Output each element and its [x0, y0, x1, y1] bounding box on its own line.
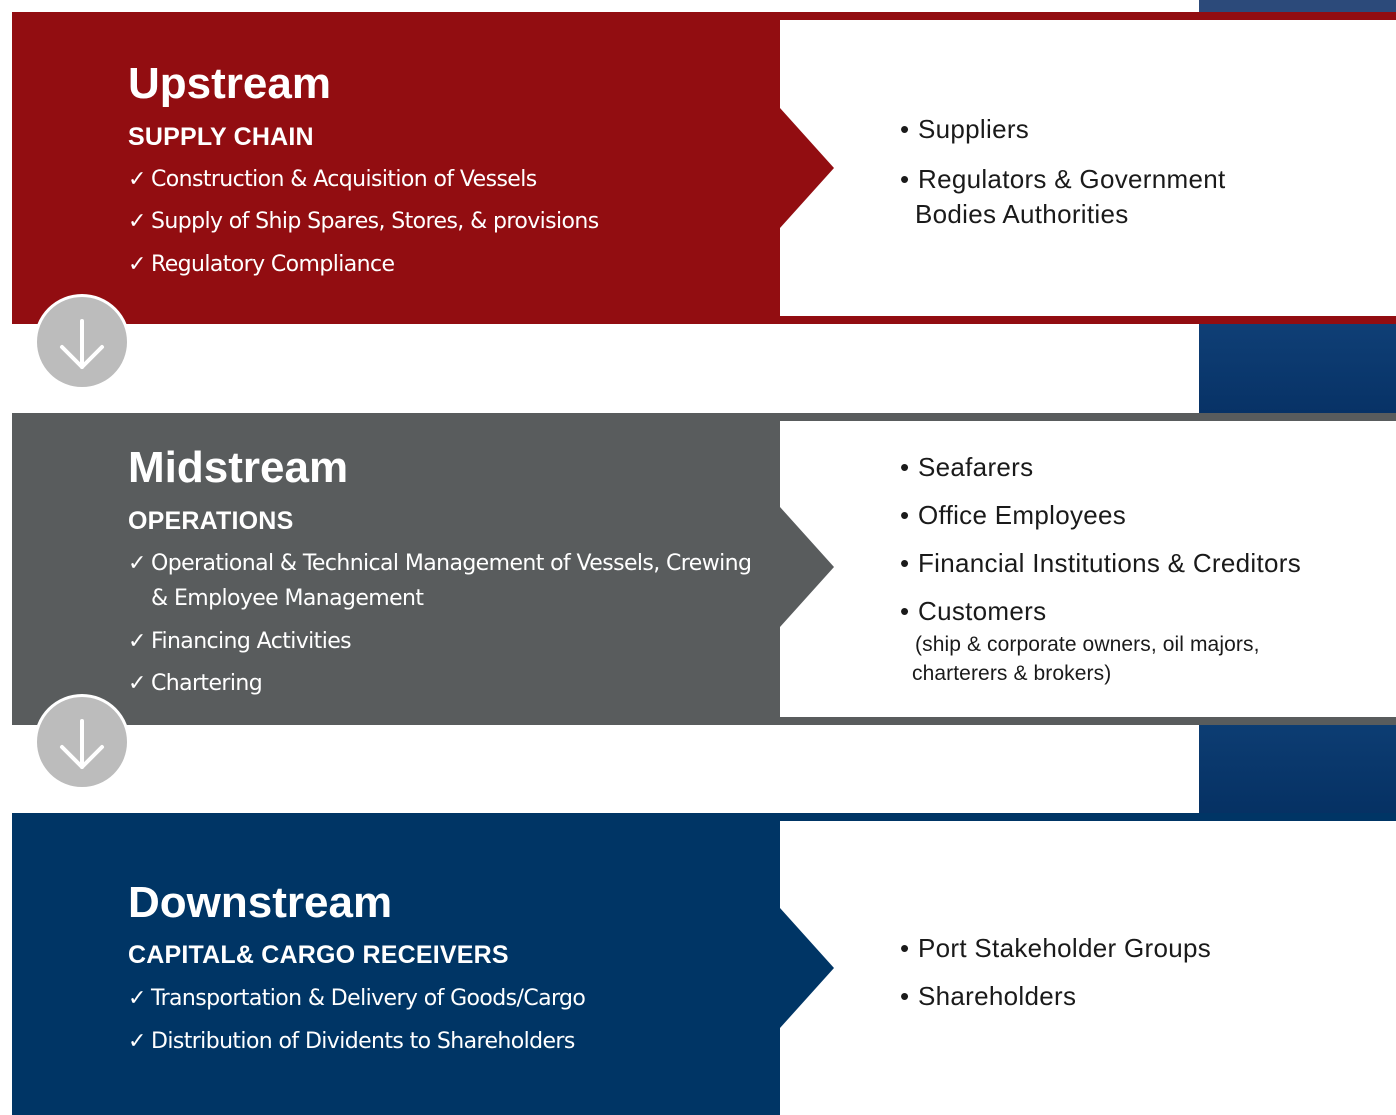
check-icon: ✓ [128, 986, 146, 1011]
down-arrow-icon [60, 719, 104, 769]
check-icon: ✓ [128, 1029, 146, 1054]
activity-item: ✓Operational & Technical Management of V… [128, 546, 752, 616]
stakeholder-item: •Shareholders [900, 981, 1077, 1011]
activity-item: ✓Regulatory Compliance [128, 247, 599, 282]
bullet-icon: • [900, 933, 910, 963]
activity-item: ✓Transportation & Delivery of Goods/Carg… [128, 981, 586, 1016]
activity-item: ✓Distribution of Dividents to Shareholde… [128, 1024, 585, 1059]
stakeholder-item: •Customers(ship & corporate owners, oil … [900, 596, 1301, 688]
upstream-pointer [780, 108, 834, 228]
stage-subtitle: CAPITAL& CARGO RECEIVERS [128, 941, 509, 969]
stage-subtitle: SUPPLY CHAIN [128, 123, 314, 151]
stakeholder-item: •Suppliers [900, 114, 1030, 144]
down-arrow-icon [60, 319, 104, 369]
check-icon: ✓ [128, 167, 146, 192]
stakeholder-note: (ship & corporate owners, oil majors, [915, 633, 1260, 656]
activity-item: ✓Supply of Ship Spares, Stores, & provis… [128, 204, 599, 239]
stakeholder-note: charterers & brokers) [912, 662, 1112, 685]
activity-list: ✓Operational & Technical Management of V… [128, 546, 752, 701]
check-icon: ✓ [128, 671, 146, 696]
stakeholder-list: •Seafarers •Office Employees •Financial … [900, 452, 1301, 706]
bullet-icon: • [900, 981, 910, 1011]
stage-title: Upstream [128, 59, 331, 108]
background-strip-2 [1199, 724, 1396, 821]
midstream-stakeholder-panel [780, 421, 1396, 717]
activity-item: ✓Chartering [128, 666, 751, 701]
stakeholder-item: •Seafarers [900, 452, 1034, 482]
stakeholder-item: •Port Stakeholder Groups [900, 933, 1212, 963]
flow-arrow-upstream-to-midstream [34, 294, 130, 390]
activity-list: ✓Transportation & Delivery of Goods/Carg… [128, 981, 586, 1059]
bullet-icon: • [900, 596, 910, 626]
upstream-stakeholder-panel [780, 20, 1396, 316]
check-icon: ✓ [128, 551, 146, 576]
stakeholder-list: •Port Stakeholder Groups •Shareholders [900, 933, 1211, 1029]
bullet-icon: • [900, 452, 910, 482]
bullet-icon: • [900, 114, 910, 144]
flow-arrow-midstream-to-downstream [34, 694, 130, 790]
bullet-icon: • [900, 500, 910, 530]
background-strip-top [1199, 0, 1396, 12]
check-icon: ✓ [128, 629, 146, 654]
activity-item: ✓Financing Activities [128, 624, 751, 659]
check-icon: ✓ [128, 209, 146, 234]
background-strip-1 [1199, 323, 1396, 414]
midstream-pointer [780, 507, 834, 627]
activity-list: ✓Construction & Acquisition of Vessels ✓… [128, 162, 599, 282]
downstream-pointer [780, 908, 834, 1028]
stakeholder-item: •Financial Institutions & Creditors [900, 548, 1302, 578]
activity-item: ✓Construction & Acquisition of Vessels [128, 162, 599, 197]
stage-title: Downstream [128, 878, 393, 927]
bullet-icon: • [900, 548, 910, 578]
bullet-icon: • [900, 164, 910, 194]
check-icon: ✓ [128, 252, 146, 277]
stage-subtitle: OPERATIONS [128, 507, 294, 535]
stage-title: Midstream [128, 443, 349, 492]
stakeholder-item: •Office Employees [900, 500, 1127, 530]
downstream-stakeholder-panel [780, 821, 1396, 1115]
